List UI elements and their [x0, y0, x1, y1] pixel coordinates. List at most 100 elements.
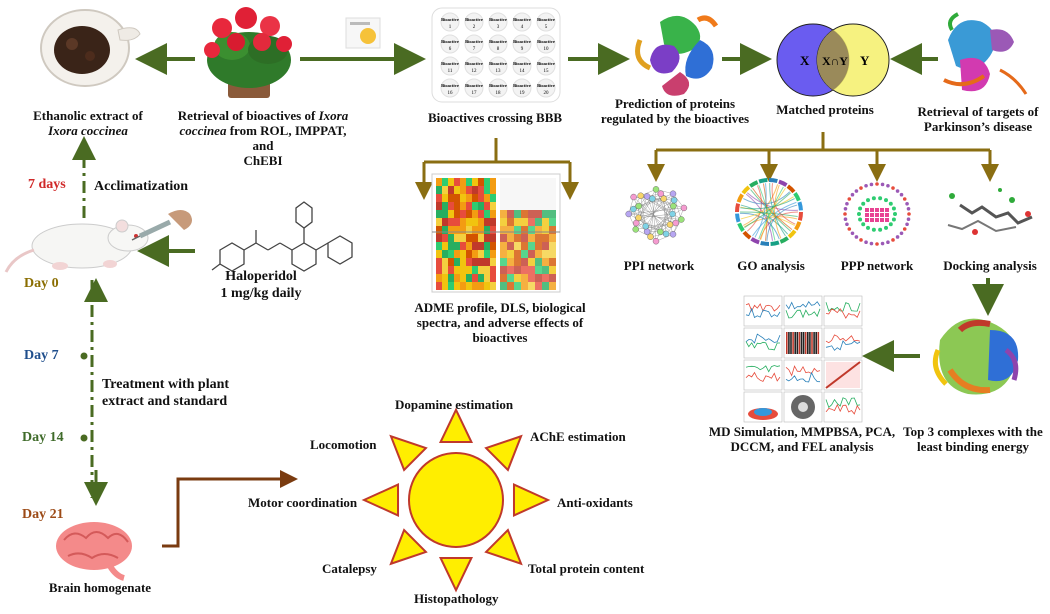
docking-image	[947, 188, 1033, 235]
bioactive-cell	[488, 78, 508, 98]
bioactive-cell-number: 5	[545, 25, 548, 30]
bioactive-cell-number: 14	[520, 69, 526, 74]
bioactive-cell-header: Bioactive	[537, 17, 555, 22]
syringe-icon	[131, 210, 192, 241]
bioactive-cell-number: 15	[544, 69, 550, 74]
bioactive-cell-header: Bioactive	[513, 83, 531, 88]
bioactive-cell	[536, 12, 556, 32]
bioactive-cell	[464, 56, 484, 76]
bioactive-grid: Bioactive1Bioactive2Bioactive3Bioactive4…	[431, 7, 561, 103]
md-label: MD Simulation, MMPBSA, PCA,DCCM, and FEL…	[708, 424, 896, 454]
venn-intersection: X∩Y	[822, 54, 848, 68]
bioactive-cell-header: Bioactive	[489, 61, 507, 66]
bioactive-cell-number: 1	[449, 25, 452, 30]
protein-structure-image	[635, 15, 719, 96]
md-plots-image	[743, 295, 863, 423]
bioactive-cell-header: Bioactive	[441, 83, 459, 88]
bioactive-cell	[464, 12, 484, 32]
bioactive-cell	[536, 34, 556, 54]
top3-complex-image	[932, 318, 1019, 395]
bioactive-cell	[488, 56, 508, 76]
bioactive-cell	[488, 34, 508, 54]
bioactive-cell-number: 6	[449, 47, 452, 52]
ppi-network-image	[625, 186, 688, 245]
bioactive-cell	[512, 56, 532, 76]
bioactive-cell-number: 17	[472, 91, 478, 96]
bioactive-cell-header: Bioactive	[465, 61, 483, 66]
bioactive-cell	[440, 56, 460, 76]
bioactive-cell	[512, 12, 532, 32]
bioactive-cell-number: 3	[497, 25, 500, 30]
day-0: Day 0	[24, 276, 59, 291]
bioactive-cell-header: Bioactive	[465, 83, 483, 88]
rat-image	[4, 219, 149, 273]
bioactive-cell	[488, 12, 508, 32]
bioactive-cell-number: 11	[448, 69, 453, 74]
bioactive-cell-header: Bioactive	[489, 17, 507, 22]
day-21: Day 21	[22, 507, 64, 522]
venn-y: Y	[860, 53, 870, 68]
matched-proteins-label: Matched proteins	[776, 102, 874, 117]
database-icon	[345, 17, 381, 49]
bioactive-cell-header: Bioactive	[441, 39, 459, 44]
antioxidants-label: Anti-oxidants	[557, 495, 633, 510]
bioactive-cell-header: Bioactive	[489, 39, 507, 44]
bioactive-cell-header: Bioactive	[537, 61, 555, 66]
bioactive-cell-number: 9	[521, 47, 524, 52]
catalepsy-label: Catalepsy	[322, 561, 377, 576]
ppi-label: PPI network	[623, 258, 695, 273]
bioactive-cell-header: Bioactive	[513, 39, 531, 44]
ppp-label: PPP network	[840, 258, 914, 273]
acclimatization-label: Acclimatization	[94, 179, 189, 194]
locomotion-label: Locomotion	[310, 437, 377, 452]
bioactive-cell-header: Bioactive	[465, 17, 483, 22]
arrow-brain-to-assays	[162, 470, 298, 548]
haloperidol-structure	[211, 201, 353, 272]
bioactive-cell-number: 20	[544, 91, 550, 96]
bioactive-cell-number: 2	[473, 25, 476, 30]
bioactive-cell-header: Bioactive	[489, 83, 507, 88]
bioactive-cell	[440, 34, 460, 54]
ache-label: AChE estimation	[530, 429, 626, 444]
bioactive-cell	[464, 34, 484, 54]
bioactive-cell-header: Bioactive	[513, 17, 531, 22]
adme-heatmap-image	[431, 173, 561, 293]
day-7: Day 7	[24, 348, 59, 363]
bioactive-cell-number: 12	[472, 69, 478, 74]
brain-homogenate-label: Brain homogenate	[48, 580, 152, 595]
bioactive-cell	[440, 78, 460, 98]
histopathology-label: Histopathology	[414, 591, 499, 606]
matched-branch-arrow	[647, 132, 999, 182]
ppp-network-image	[843, 182, 911, 246]
venn-x: X	[800, 53, 810, 68]
bioactive-cell	[440, 12, 460, 32]
go-chord-image	[735, 178, 803, 246]
bioactive-cell	[536, 56, 556, 76]
ixora-plant-image	[204, 7, 292, 98]
sun-diagram	[361, 407, 551, 593]
target-protein-image	[943, 12, 1028, 95]
bioactive-cell-header: Bioactive	[441, 61, 459, 66]
bioactive-cell-header: Bioactive	[465, 39, 483, 44]
bioactive-cell-number: 4	[521, 25, 524, 30]
retrieval-bioactives-label: Retrieval of bioactives of Ixora coccine…	[177, 108, 349, 168]
motor-coordination-label: Motor coordination	[248, 495, 358, 510]
bioactive-cell-number: 19	[520, 91, 526, 96]
docking-label: Docking analysis	[943, 258, 1037, 273]
bioactive-cell-header: Bioactive	[513, 61, 531, 66]
bioactive-cell-number: 18	[496, 91, 502, 96]
total-protein-label: Total protein content	[528, 561, 645, 576]
bioactive-cell-number: 16	[448, 91, 454, 96]
bioactive-cell-header: Bioactive	[441, 17, 459, 22]
bioactive-cell	[512, 78, 532, 98]
brain-image	[56, 522, 132, 581]
bioactive-cell-header: Bioactive	[537, 83, 555, 88]
bioactive-cell-header: Bioactive	[537, 39, 555, 44]
go-label: GO analysis	[737, 258, 805, 273]
bbb-label: Bioactives crossing BBB	[427, 110, 563, 125]
